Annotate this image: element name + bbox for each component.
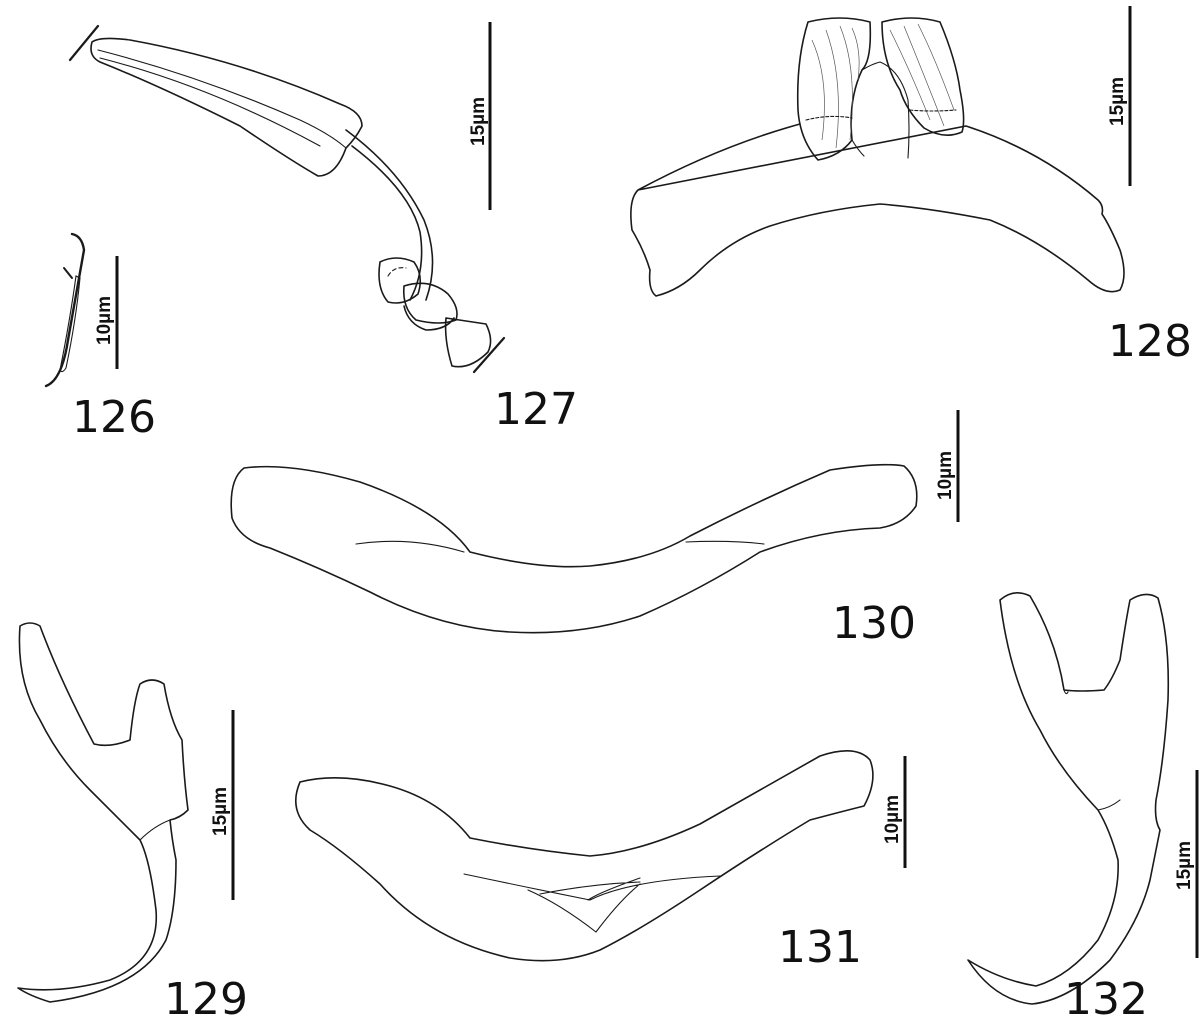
fig-131-scale-label: 10µm xyxy=(882,795,903,844)
fig-128-structure xyxy=(630,17,1125,297)
fig-132-scale-label: 15µm xyxy=(1174,841,1195,890)
fig-128-scale-label: 15µm xyxy=(1107,77,1128,126)
fig-129-number: 129 xyxy=(164,974,248,1018)
fig-127-organ xyxy=(68,24,506,374)
fig-128-number: 128 xyxy=(1108,316,1192,367)
fig-127-scale-label: 15µm xyxy=(468,97,489,146)
fig-126-scale-label: 10µm xyxy=(94,296,115,345)
fig-131-bar xyxy=(294,750,874,962)
fig-129-anchor xyxy=(17,622,189,1003)
fig-130-bar xyxy=(230,463,918,634)
fig-131-number: 131 xyxy=(778,922,862,973)
fig-132-number: 132 xyxy=(1064,974,1148,1018)
fig-130-scale-label: 10µm xyxy=(935,451,956,500)
fig-130-number: 130 xyxy=(832,598,916,649)
fig-126-hook xyxy=(44,232,86,388)
fig-126-number: 126 xyxy=(72,392,156,443)
fig-127-number: 127 xyxy=(494,384,578,435)
fig-132-anchor xyxy=(967,592,1170,1005)
fig-129-scale-label: 15µm xyxy=(210,787,231,836)
